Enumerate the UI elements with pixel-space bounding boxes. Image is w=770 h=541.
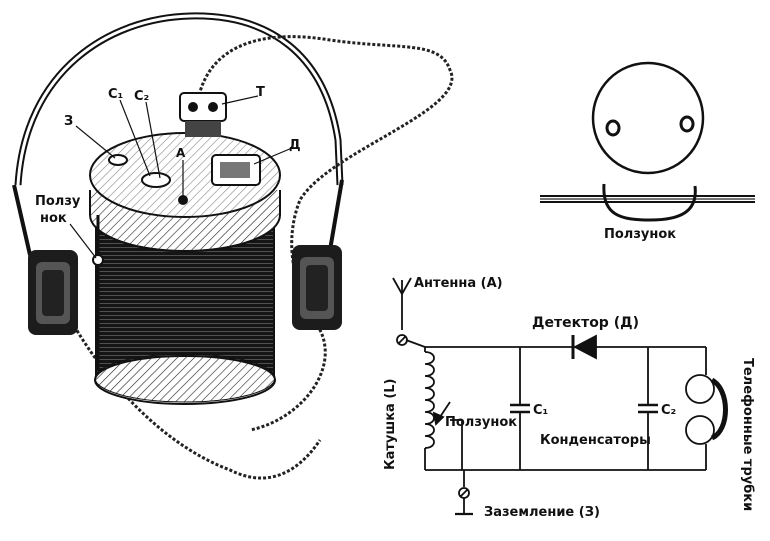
label-antenna: Антенна (А) xyxy=(414,276,503,291)
label-c2-schematic: C₂ xyxy=(661,403,676,418)
slider-detail: Ползунок xyxy=(540,61,755,242)
label-c1-schematic: C₁ xyxy=(533,403,548,418)
slider-knob-top xyxy=(591,61,705,175)
label-detector: Детектор (Д) xyxy=(532,315,639,331)
capacitors-on-top xyxy=(108,154,188,205)
label-phones-terminal: Т xyxy=(256,85,265,100)
detector-block xyxy=(211,154,261,186)
coil-cylinder xyxy=(89,132,281,405)
receiver-illustration: З C₁ C₂ Т А Д Ползу нок xyxy=(12,12,454,480)
label-c1: C₁ xyxy=(108,87,123,102)
coil-inductor xyxy=(424,347,463,470)
label-slider-line1: Ползу xyxy=(35,194,81,209)
detector-diode xyxy=(571,334,597,360)
circuit-schematic xyxy=(392,277,728,516)
label-coil: Катушка (L) xyxy=(383,378,398,470)
label-detector-terminal: Д xyxy=(289,138,301,153)
slider-spring xyxy=(602,183,697,222)
slider-detail-caption: Ползунок xyxy=(604,227,676,242)
label-ground: Заземление (З) xyxy=(484,505,600,520)
right-earphone xyxy=(292,245,342,330)
label-antenna-terminal: А xyxy=(176,146,186,160)
label-slider-line2: нок xyxy=(40,211,67,226)
label-phones: Телефонные трубки xyxy=(740,358,755,511)
antenna-symbol xyxy=(392,277,412,330)
capacitor-c2 xyxy=(638,347,658,470)
label-c2: C₂ xyxy=(134,89,149,104)
label-earth: З xyxy=(64,114,73,129)
schematic-labels: Антенна (А) Детектор (Д) Катушка (L) Пол… xyxy=(383,276,755,520)
label-capacitors: Конденсаторы xyxy=(540,433,651,448)
phones-terminal-block xyxy=(179,92,227,137)
left-earphone xyxy=(28,250,78,335)
headphones-symbol xyxy=(685,347,728,470)
label-schematic-slider: Ползунок xyxy=(445,415,517,430)
capacitor-c1 xyxy=(510,347,530,470)
phone-cord xyxy=(196,35,454,432)
